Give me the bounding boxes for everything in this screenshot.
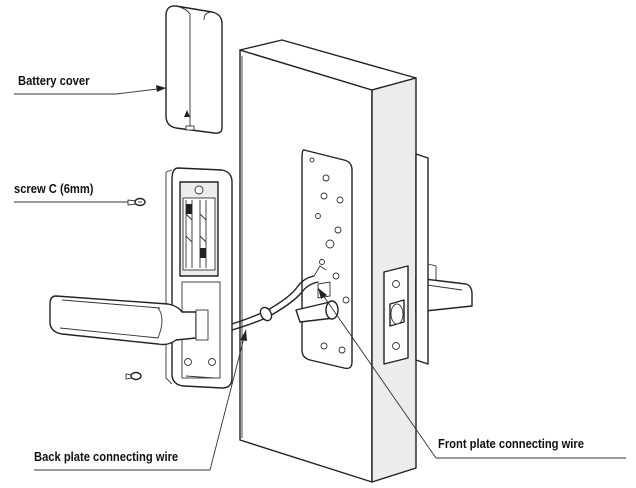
front-handle bbox=[415, 153, 473, 365]
front-plate-wire-label: Front plate connecting wire bbox=[438, 436, 584, 451]
connecting-wire bbox=[231, 265, 327, 331]
back-wire-leader bbox=[34, 329, 247, 471]
battery-cover-leader bbox=[14, 85, 167, 95]
back-plate bbox=[165, 167, 233, 389]
loose-screw bbox=[125, 371, 142, 381]
battery-cover-label: Battery cover bbox=[18, 73, 90, 88]
screw-c bbox=[127, 197, 146, 207]
mortise-plate bbox=[295, 149, 353, 370]
battery-cover bbox=[165, 5, 223, 134]
back-plate-wire-label: Back plate connecting wire bbox=[34, 449, 179, 464]
screw-c-label: screw C (6mm) bbox=[14, 181, 94, 196]
front-wire-leader bbox=[317, 287, 626, 459]
back-handle bbox=[49, 295, 209, 346]
latch-plate bbox=[383, 265, 409, 365]
